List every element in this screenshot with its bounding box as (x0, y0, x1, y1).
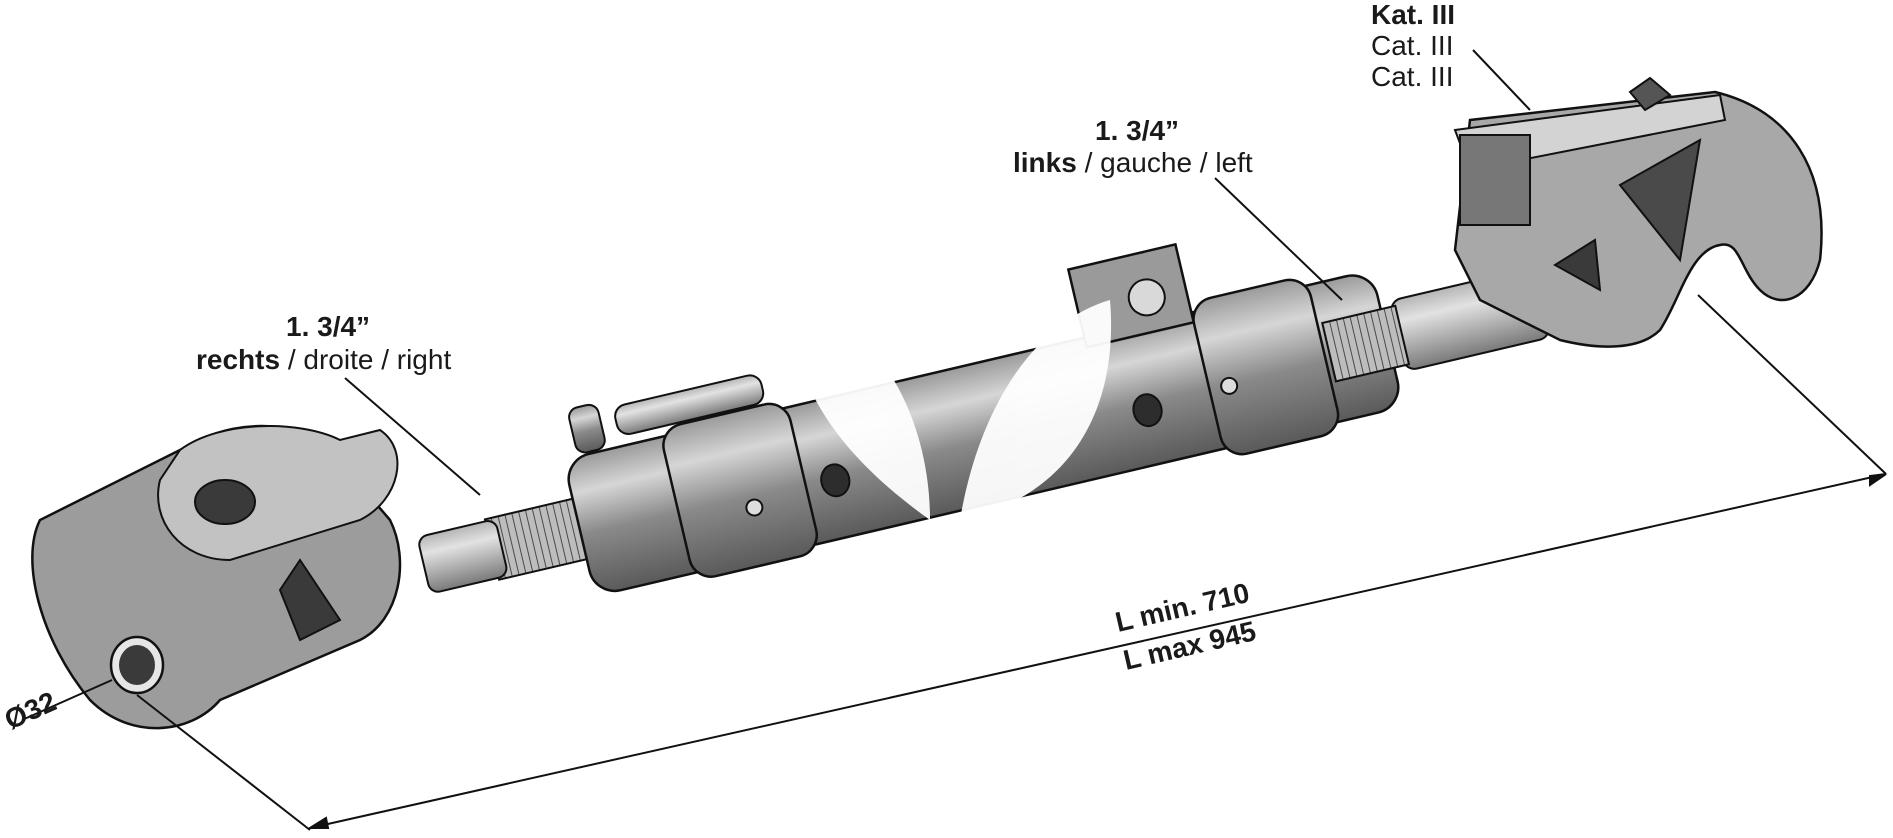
handle-hole (1127, 278, 1166, 317)
right-thread-direction: rechts / droite / right (196, 344, 451, 375)
clevis-pin-hole-inner (119, 645, 155, 685)
left-neck (418, 520, 508, 593)
tube-hole-right (1132, 393, 1163, 428)
grease-nipple-right (1220, 376, 1239, 395)
extension-right (1697, 294, 1887, 475)
clevis-fork (31, 424, 402, 730)
collar-left (662, 402, 818, 578)
leader-left-thread (1214, 177, 1343, 301)
dimension-line (309, 473, 1887, 829)
leader-category (1472, 49, 1531, 111)
hook-end (1453, 76, 1823, 348)
category-label-fr: Cat. III (1371, 30, 1453, 61)
locking-pin (614, 374, 765, 435)
leader-right-thread (344, 377, 481, 496)
category-label-de: Kat. III (1371, 0, 1455, 30)
left-thread-lang-rest: / gauche / left (1077, 147, 1253, 178)
left-thread-lang-de: links (1013, 147, 1077, 178)
leader-diameter (21, 679, 113, 721)
category-label-en: Cat. III (1371, 61, 1453, 92)
hook-triangle (1553, 238, 1602, 292)
collar-right (1192, 278, 1340, 456)
left-thread-direction: links / gauche / left (1013, 147, 1253, 178)
right-thread-lang-rest: / droite / right (280, 344, 451, 375)
right-thread (1321, 304, 1411, 383)
left-thread-size: 1. 3/4” (1095, 115, 1179, 146)
clevis-top-hole (194, 479, 256, 525)
right-thread-size: 1. 3/4” (286, 311, 370, 342)
diameter-label: Ø32 (0, 686, 61, 736)
right-thread-lang-de: rechts (196, 344, 280, 375)
top-link-body (418, 242, 1551, 593)
hook-latch-box (1459, 134, 1531, 226)
dimension-arrow-left (306, 816, 330, 829)
extension-left (136, 694, 311, 831)
locking-pin-knob (568, 403, 606, 454)
grease-nipple-left (745, 498, 764, 517)
tube-hole-left (820, 463, 851, 498)
hook-lever (1628, 76, 1672, 112)
leaf-watermark-icon (790, 300, 1112, 520)
leader-lines (21, 49, 1887, 831)
hook-window (1618, 138, 1702, 263)
dimension-arrow-right (1869, 473, 1887, 487)
